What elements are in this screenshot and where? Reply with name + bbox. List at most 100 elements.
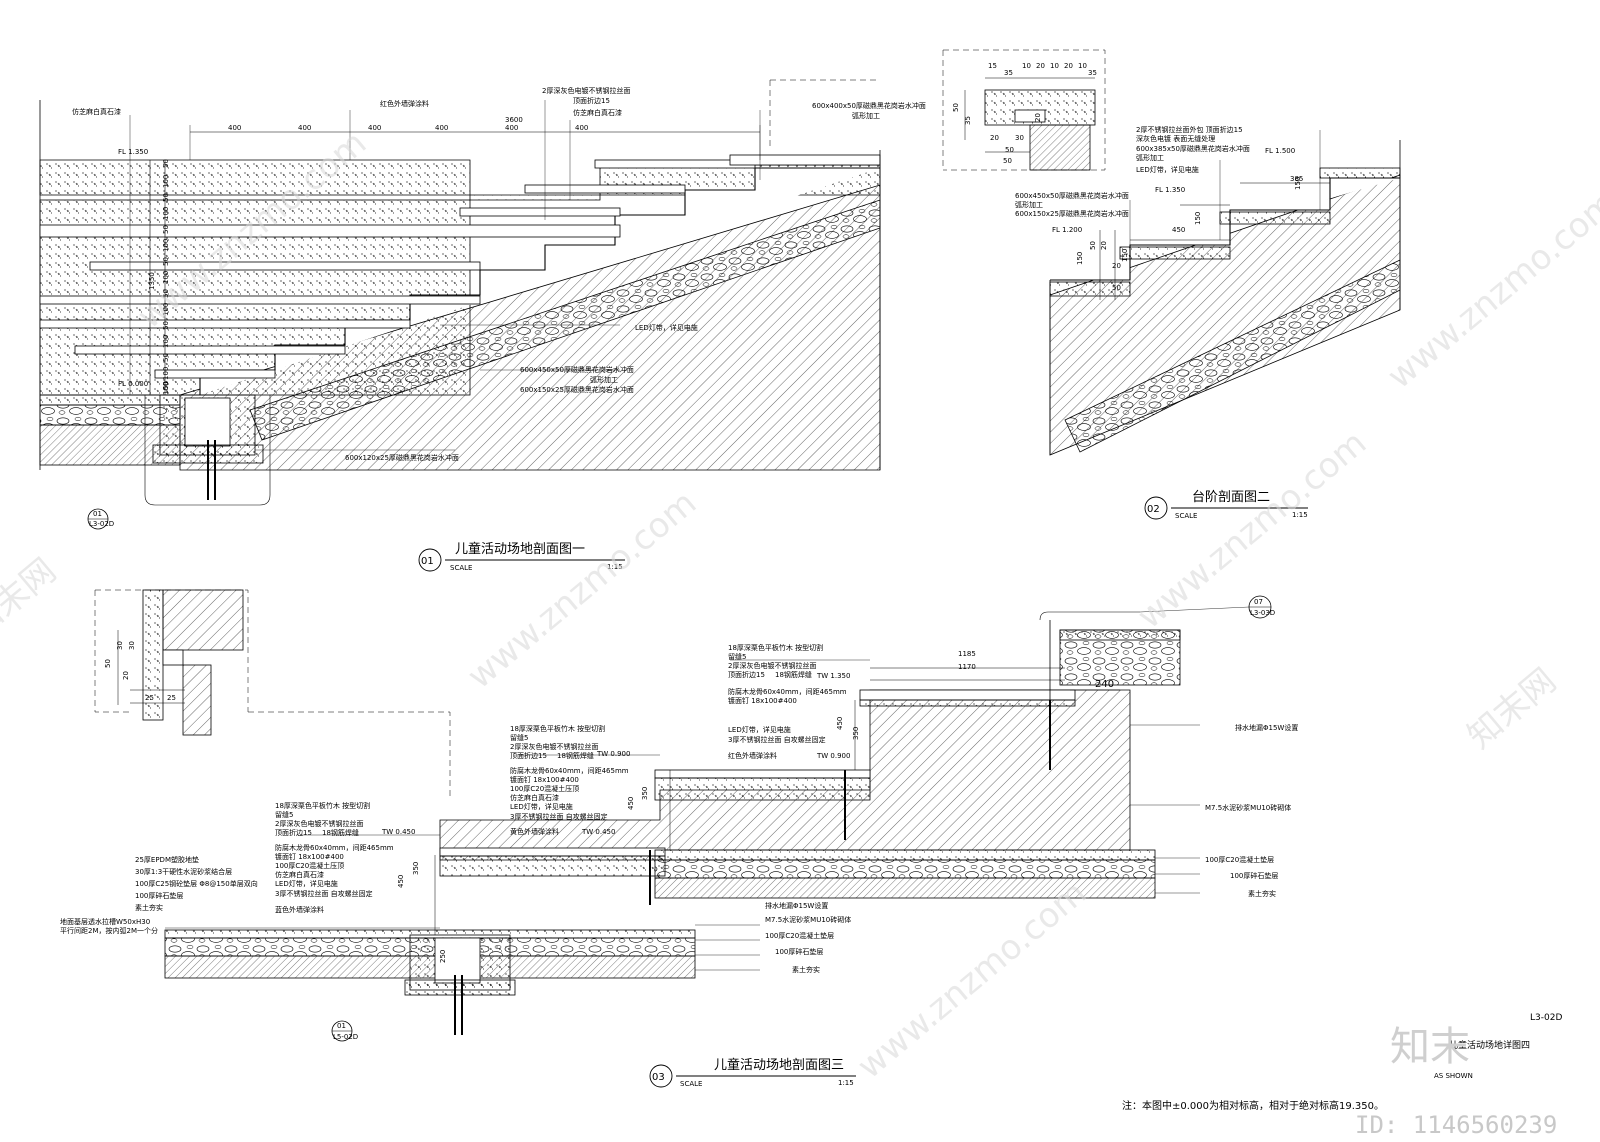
dim-s3-6: 350 xyxy=(641,787,649,800)
section-03-drawing xyxy=(94,589,1200,1035)
label-s3l-4: 18钢筋焊缝 xyxy=(322,828,359,837)
level-s3-2: TW 0.900 xyxy=(596,750,630,758)
label-s3l-7: 100厚C20混凝土压顶 xyxy=(275,861,344,870)
watermark-brand-2: 知末网 xyxy=(1460,661,1564,757)
dim-s3-2: 240 xyxy=(1095,679,1114,690)
dim-s2d-5: 20 xyxy=(1064,62,1073,70)
label-s3l-5: 防腐木龙骨60x40mm，间距465mm xyxy=(275,843,394,852)
dim-top-2: 400 xyxy=(368,124,381,132)
section-scale-word-02: SCALE xyxy=(1175,512,1197,520)
label-s1-9: 弧形加工 xyxy=(590,375,618,384)
dim-side-11: 100 xyxy=(162,335,170,348)
section-title-03: 03 儿童活动场地剖面图三 SCALE 1:15 xyxy=(649,1057,856,1088)
dim-side-8: 50 xyxy=(162,289,170,298)
sheet-title: 儿童活动场地详图四 xyxy=(1449,1039,1530,1051)
label-s3r-4: 素土夯实 xyxy=(1248,889,1276,898)
label-s3r-2: 100厚C20混凝土垫层 xyxy=(1205,855,1274,864)
label-s3left-3: 100厚碎石垫层 xyxy=(135,891,183,900)
level-s1-1: FL 0.000 xyxy=(118,380,148,388)
dim-side-12: 50 xyxy=(162,353,170,362)
section-03-annotations: 30 30 50 20 25 25 18厚深栗色平板竹木 按型切割 留缝5 2厚… xyxy=(60,595,1298,1042)
dim-s2d-2: 10 xyxy=(1022,62,1031,70)
section-title-text-01: 儿童活动场地剖面图一 xyxy=(455,541,585,557)
dim-s3-8: 350 xyxy=(412,862,420,875)
dim-s3-1: 1170 xyxy=(958,663,976,671)
watermark-url-2: www.znzmo.com xyxy=(460,483,704,697)
sheet-scale: AS SHOWN xyxy=(1434,1072,1473,1080)
label-s3m-5: 防腐木龙骨60x40mm，间距465mm xyxy=(510,766,629,775)
dim-s2-6: 50 xyxy=(1089,241,1097,250)
dim-s2-8: 20 xyxy=(1112,262,1121,270)
label-s3m-10: 3厚不锈钢拉丝面 自攻螺丝固定 xyxy=(510,812,608,821)
dim-side-13: 100 xyxy=(162,367,170,380)
level-s3-0: TW 1.350 xyxy=(816,672,850,680)
watermark-url-4: www.znzmo.com xyxy=(850,873,1094,1087)
section-number-03: 03 xyxy=(652,1072,665,1083)
label-s3b-4: 素土夯实 xyxy=(792,965,820,974)
dim-side-0: 50 xyxy=(162,159,170,168)
label-s3u-6: 镀面钉 18x100#400 xyxy=(728,696,797,705)
dim-s3d-2: 50 xyxy=(104,659,112,668)
label-s1-0: 仿芝麻白真石漆 xyxy=(72,107,121,116)
label-s3l-9: LED灯带，详见电施 xyxy=(275,879,338,888)
label-s3m-7: 100厚C20混凝土压顶 xyxy=(510,784,579,793)
dim-side-2: 50 xyxy=(162,193,170,202)
section-title-01: 01 儿童活动场地剖面图一 SCALE 1:15 xyxy=(418,541,625,572)
label-s1-3: 顶面折边15 xyxy=(573,96,610,105)
dim-s2d-4: 10 xyxy=(1050,62,1059,70)
dim-s2d-13: 30 xyxy=(1015,134,1024,142)
dim-top-5: 400 xyxy=(505,124,518,132)
label-s1-11: 600x120x25厚磁鼎黑花岗岩水冲面 xyxy=(345,453,459,462)
label-s3u-8: 3厚不锈钢拉丝面 自攻螺丝固定 xyxy=(728,735,826,744)
dim-side-4: 50 xyxy=(162,225,170,234)
dim-side-1: 100 xyxy=(162,175,170,188)
label-s3m-0: 18厚深栗色平板竹木 按型切割 xyxy=(510,724,605,733)
label-s3l-6: 镀面钉 18x100#400 xyxy=(275,852,344,861)
label-s3u-1: 留缝5 xyxy=(728,652,746,661)
label-s3m-11: 黄色外墙弹涂料 xyxy=(510,827,559,836)
dim-s2d-9: 35 xyxy=(964,116,972,125)
dim-s3d-0: 30 xyxy=(116,641,124,650)
label-s3l-3: 顶面折边15 xyxy=(275,828,312,837)
dim-s3-7: 450 xyxy=(397,875,405,888)
dim-s2d-11: 50 xyxy=(1005,146,1014,154)
dim-s3d-3: 20 xyxy=(122,671,130,680)
dim-side-3: 100 xyxy=(162,207,170,220)
label-s3b-2: 100厚C20混凝土垫层 xyxy=(765,931,834,940)
label-s1-1: 红色外墙弹涂料 xyxy=(380,99,429,108)
label-s3m-4: 18钢筋焊缝 xyxy=(557,751,594,760)
section-scale-word-01: SCALE xyxy=(450,564,472,572)
section-title-02: 02 台阶剖面图二 SCALE 1:15 xyxy=(1144,490,1308,520)
side-dims: 50 100 50 100 50 100 50 100 50 100 50 10… xyxy=(162,159,170,395)
label-s3l-8: 仿芝麻白真石漆 xyxy=(275,870,324,879)
label-s2-3: 弧形加工 xyxy=(1136,153,1164,162)
ref-s1-number: 01 xyxy=(93,510,102,518)
dim-top-3: 3600 xyxy=(505,116,523,124)
label-s2-2: 600x385x50厚磁鼎黑花岗岩水冲面 xyxy=(1136,144,1250,153)
dim-s2-5: 150 xyxy=(1076,252,1084,265)
label-s2-1: 深灰色电镀 表面无缝处理 xyxy=(1136,134,1215,143)
label-s3u-3: 顶面折边15 xyxy=(728,670,765,679)
ref-s3-1-number: 01 xyxy=(337,1022,346,1030)
label-s3l-0: 18厚深栗色平板竹木 按型切割 xyxy=(275,801,370,810)
level-s1-0: FL 1.350 xyxy=(118,148,148,156)
sheet-number: L3-02D xyxy=(1530,1013,1562,1023)
level-s3-3: TW 0.450 xyxy=(381,828,415,836)
dim-s3d-5: 25 xyxy=(167,694,176,702)
dim-side-14: 50 xyxy=(162,381,170,390)
label-s3u-4: 18钢筋焊缝 xyxy=(775,670,812,679)
ref-s3-0-number: 07 xyxy=(1254,598,1263,606)
dim-s2d-10: 20 xyxy=(1034,113,1042,122)
label-s3m-8: 仿芝麻白真石漆 xyxy=(510,793,559,802)
label-s3r-1: M7.5水泥砂浆MU10砖砌体 xyxy=(1205,803,1291,812)
label-s3u-2: 2厚深灰色电镀不锈钢拉丝面 xyxy=(728,661,816,670)
dim-s2d-14: 50 xyxy=(1003,157,1012,165)
level-s2-2: FL 1.200 xyxy=(1052,226,1082,234)
label-s1-7: LED灯带，详见电施 xyxy=(635,323,698,332)
section-01-annotations: 仿芝麻白真石漆 红色外墙弹涂料 2厚深灰色电镀不锈钢拉丝面 顶面折边15 仿芝麻… xyxy=(72,86,926,530)
label-s3b-0: 排水地漏Φ15W设置 xyxy=(765,901,828,910)
label-s3b-3: 100厚碎石垫层 xyxy=(775,947,823,956)
ref-s1-sheet: L3-02D xyxy=(89,520,114,528)
dim-s2d-7: 35 xyxy=(1088,69,1097,77)
watermark-logo: 知末 xyxy=(1390,1024,1470,1070)
